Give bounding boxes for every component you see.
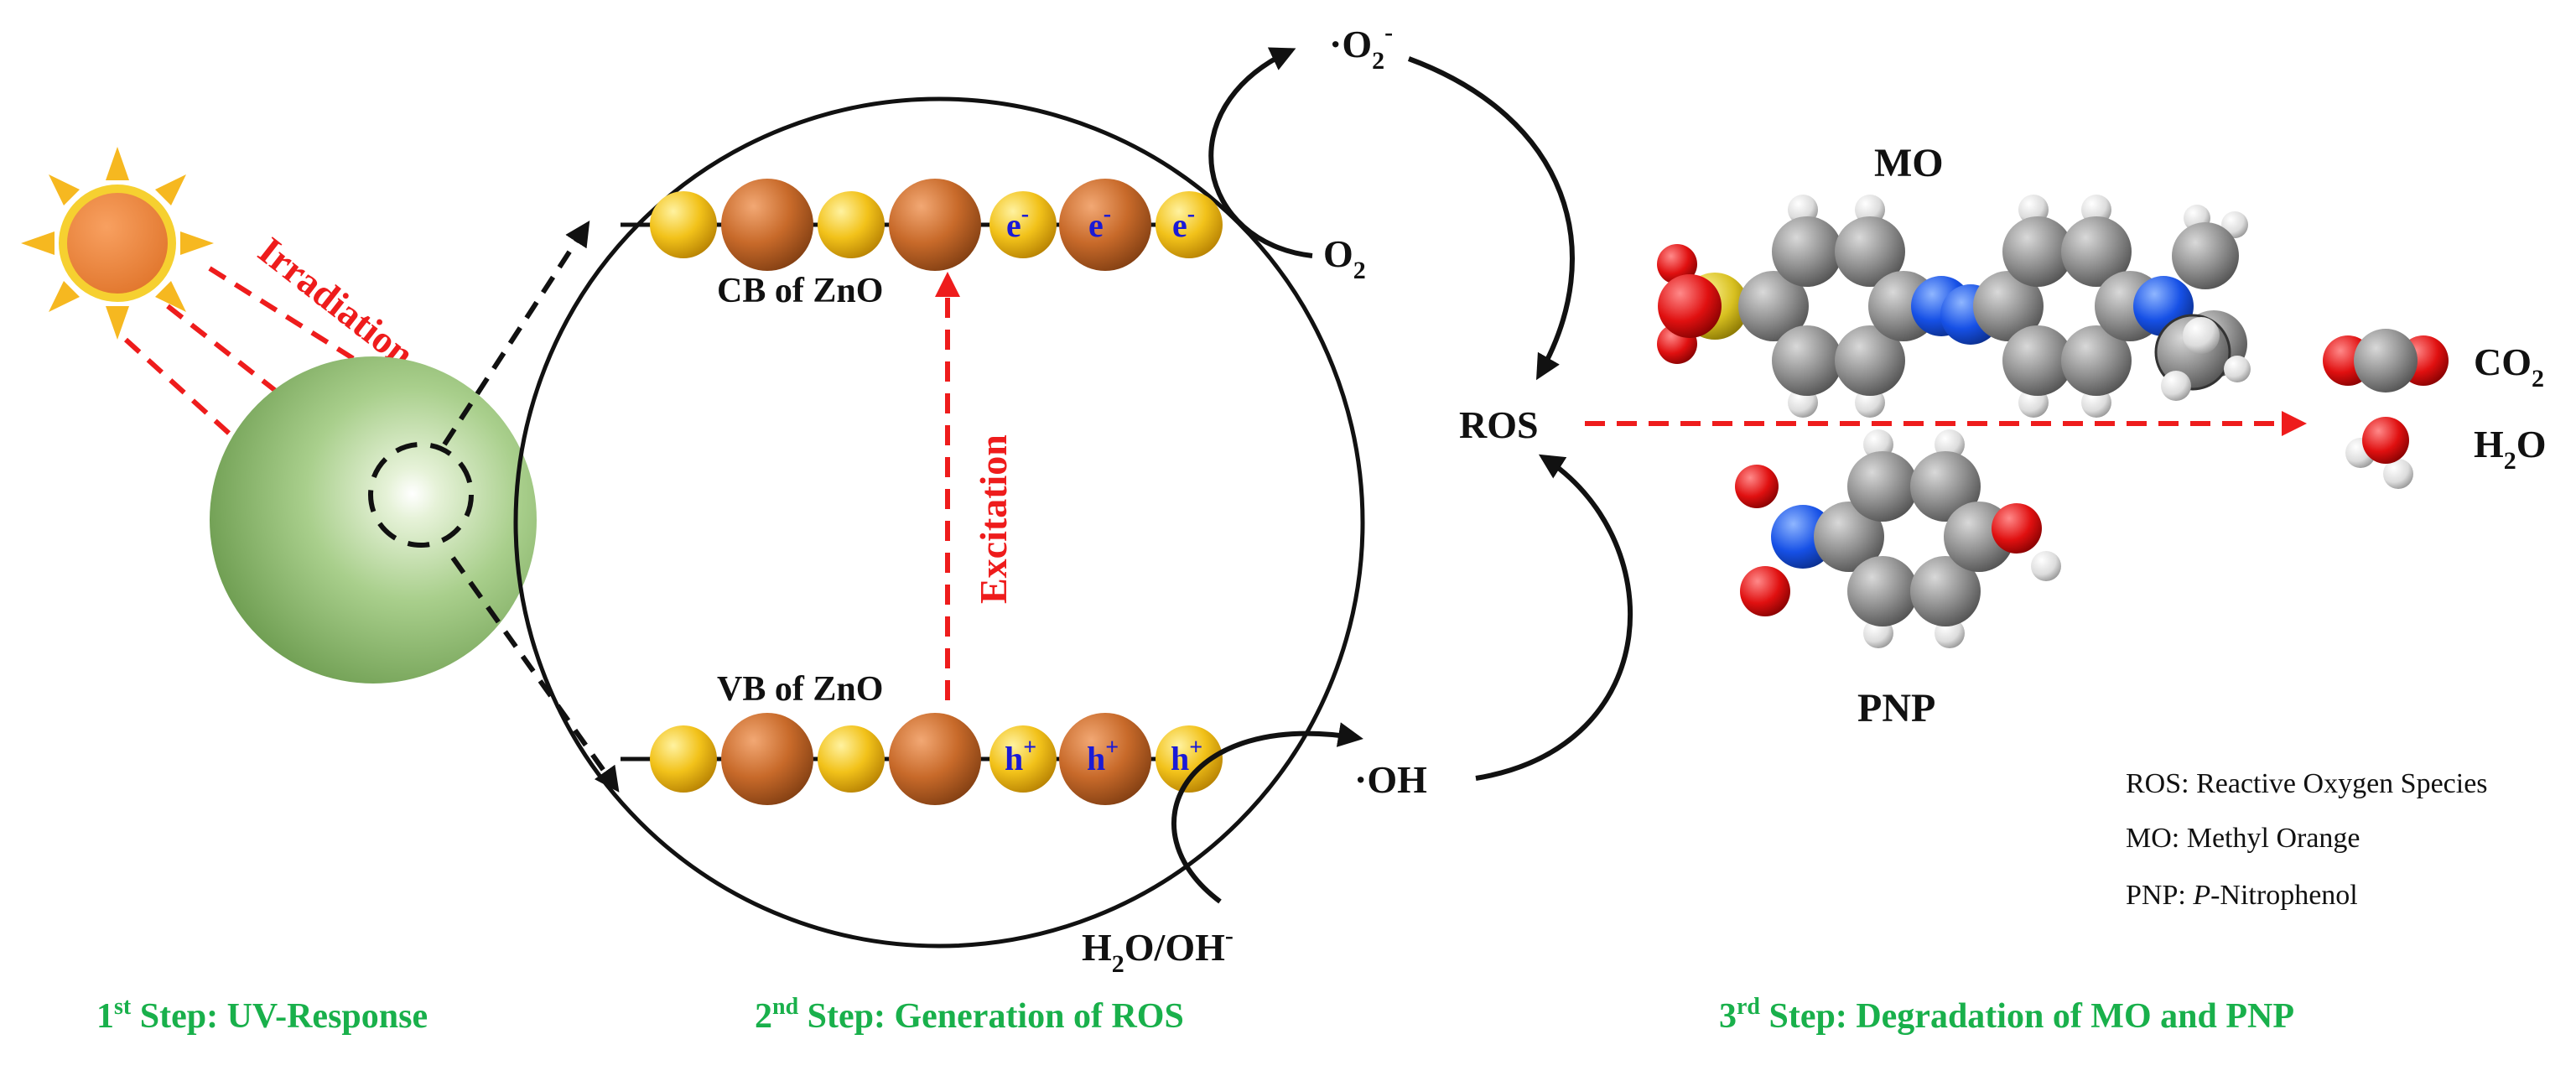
hydroxyl-to-ros-arrow — [1475, 454, 1633, 781]
o2-reduction-arrow — [1208, 47, 1313, 258]
water-label: H2O/OH- — [1082, 922, 1233, 978]
holes: h+ h+ h+ — [1005, 735, 1202, 777]
mo-molecule — [1657, 195, 2251, 418]
svg-text:h+: h+ — [1005, 735, 1036, 777]
excitation-label: Excitation — [972, 434, 1015, 604]
svg-text:e-: e- — [1172, 201, 1195, 244]
pnp-molecule — [1735, 429, 2061, 648]
cb-label: CB of ZnO — [717, 272, 883, 310]
co2-molecule — [2323, 329, 2449, 392]
step-1-caption: 1st Step: UV-Response — [96, 994, 428, 1036]
vb-label: VB of ZnO — [717, 670, 883, 709]
legend-mo: MO: Methyl Orange — [2126, 823, 2360, 854]
step-2-caption: 2nd Step: Generation of ROS — [755, 994, 1184, 1036]
superoxide-to-ros-arrow — [1407, 56, 1575, 381]
svg-text:e-: e- — [1088, 201, 1111, 244]
step-3-caption: 3rd Step: Degradation of MO and PNP — [1719, 994, 2294, 1036]
co2-label: CO2 — [2474, 340, 2544, 392]
transfer-arrows — [442, 220, 620, 793]
pnp-label: PNP — [1857, 686, 1935, 730]
o2-label: O2 — [1323, 232, 1366, 284]
ros-label: ROS — [1459, 403, 1539, 446]
legend: ROS: Reactive Oxygen Species MO: Methyl … — [2126, 768, 2488, 911]
electrons: e- e- e- — [1006, 201, 1195, 244]
mo-label: MO — [1874, 141, 1944, 185]
sun-icon — [21, 147, 214, 340]
h2o-molecule — [2345, 417, 2413, 489]
h2o-label: H2O — [2474, 423, 2547, 475]
irradiation-label: Irradiation — [251, 229, 423, 376]
legend-pnp: PNP: P-Nitrophenol — [2126, 880, 2358, 911]
hydroxyl-label: ·OH — [1354, 758, 1427, 801]
svg-text:h+: h+ — [1087, 735, 1119, 777]
cb-znO-chain — [621, 179, 1223, 271]
water-oxidation-arrow — [1171, 722, 1363, 904]
nanoparticle-sphere — [210, 356, 537, 684]
reaction-circle — [513, 96, 1365, 949]
vb-znO-chain — [621, 713, 1223, 805]
legend-ros: ROS: Reactive Oxygen Species — [2126, 768, 2488, 799]
superoxide-label: ·O2- — [1329, 18, 1393, 75]
svg-text:e-: e- — [1006, 201, 1029, 244]
svg-text:h+: h+ — [1171, 735, 1202, 777]
